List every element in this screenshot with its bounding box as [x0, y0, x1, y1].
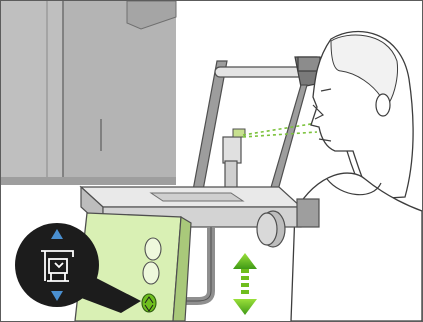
head-holder-bracket — [191, 57, 331, 201]
laser-beam — [243, 123, 317, 137]
panel-button-lower — [143, 262, 159, 284]
unit-upper-housing — [1, 1, 176, 185]
panel-button-upper — [145, 238, 161, 260]
vertical-move-arrow-icon — [233, 253, 257, 315]
